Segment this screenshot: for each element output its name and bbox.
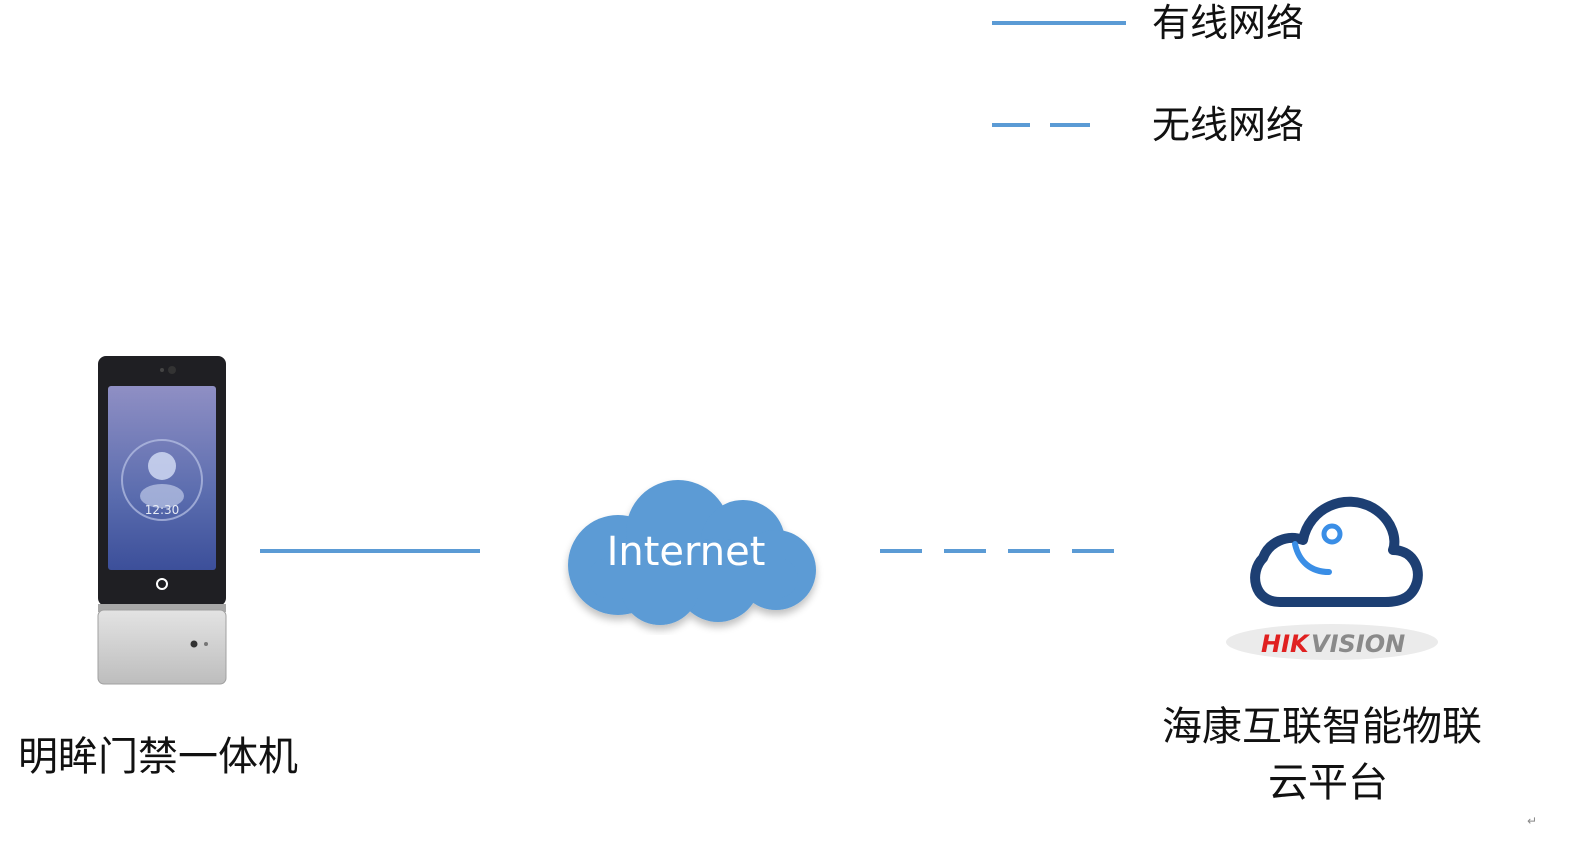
legend-wired-label: 有线网络 — [1152, 1, 1305, 45]
paragraph-return-mark: ↵ — [1527, 814, 1538, 828]
legend-wireless-line — [992, 123, 1090, 127]
legend-wired-line — [992, 21, 1126, 25]
device-label: 明眸门禁一体机 — [18, 734, 298, 780]
internet-label: Internet — [607, 529, 766, 575]
platform-label-line1: 海康互联智能物联 — [1162, 704, 1482, 750]
edge-internet-platform-wireless — [880, 549, 1114, 553]
internet-cloud-icon: Internet — [568, 480, 816, 625]
cloud-platform-logo-icon: HIK VISION — [1226, 496, 1438, 660]
edge-device-internet-wired — [260, 549, 480, 553]
brand-vision: VISION — [1311, 630, 1405, 658]
legend-wireless-label: 无线网络 — [1152, 103, 1305, 147]
platform-label-line2: 云平台 — [1268, 760, 1388, 806]
svg-text:12:30: 12:30 — [145, 503, 180, 517]
brand-hik: HIK — [1261, 630, 1311, 658]
access-control-terminal-icon: 12:30 — [97, 356, 227, 685]
